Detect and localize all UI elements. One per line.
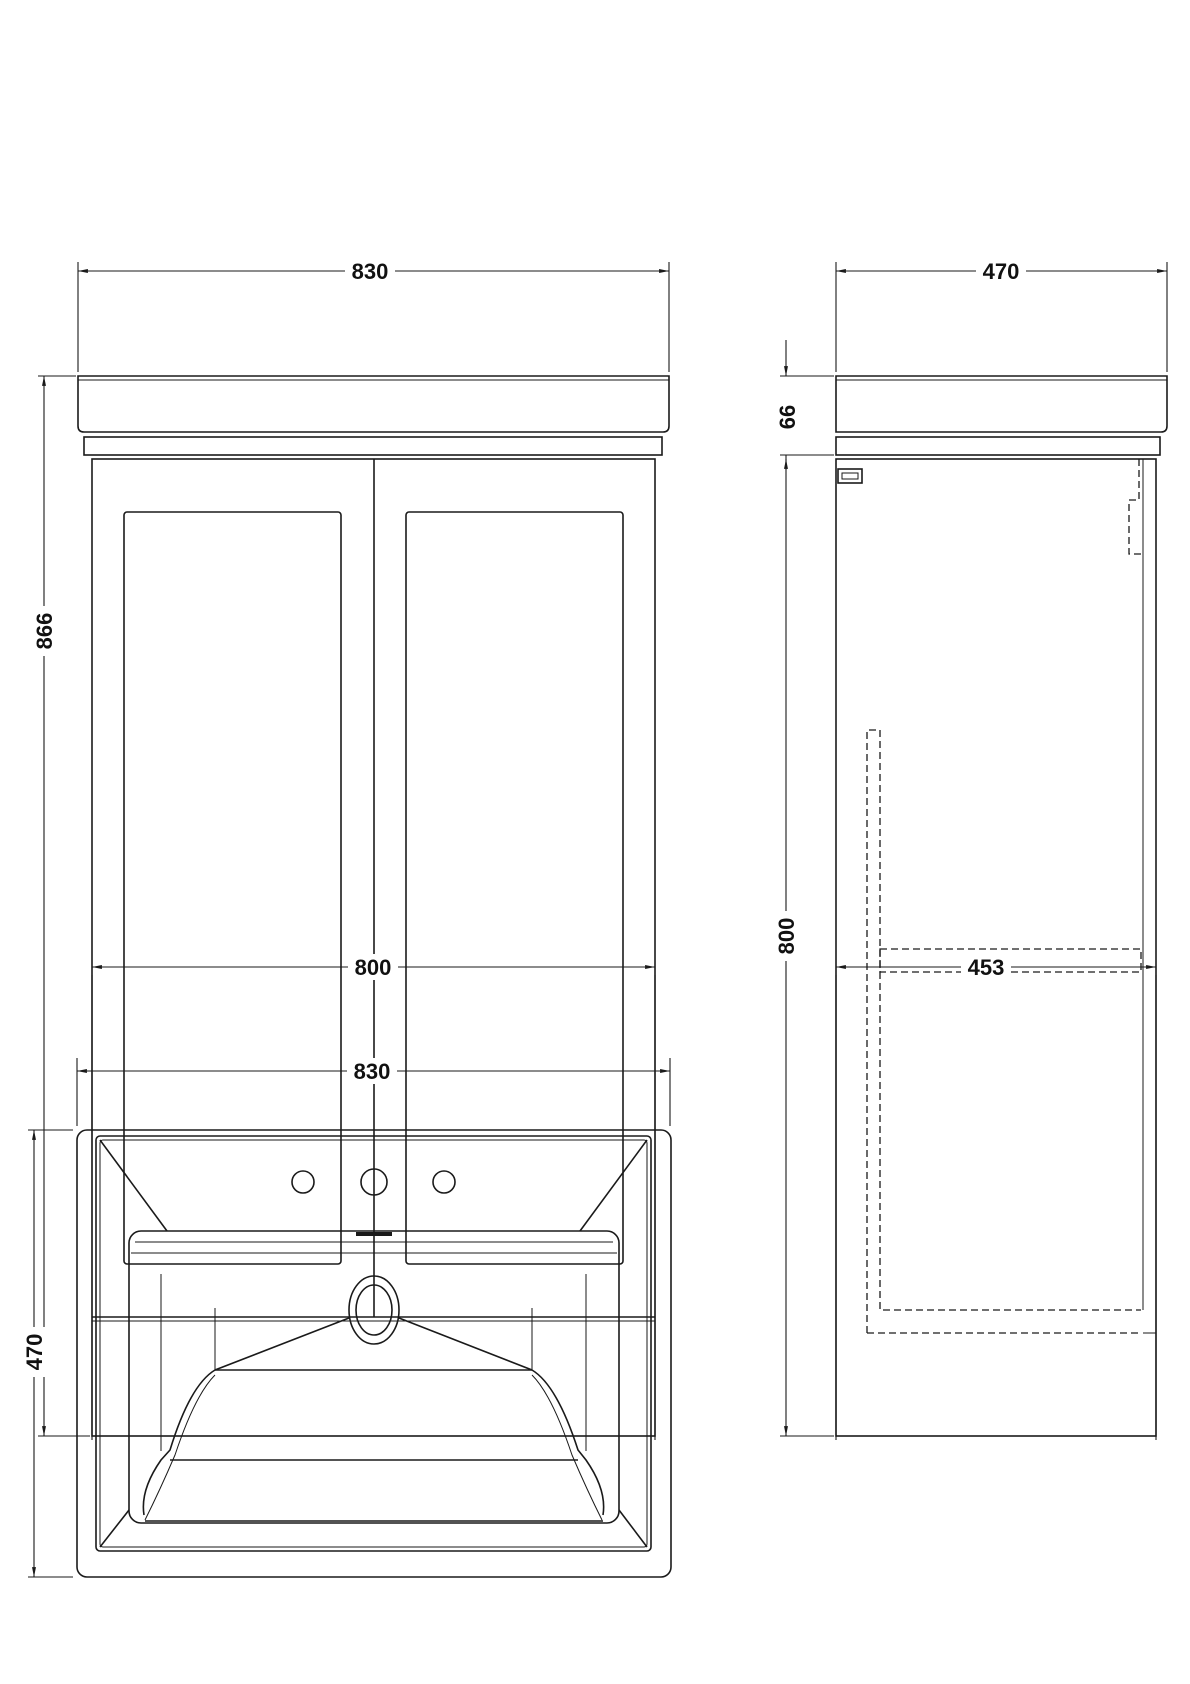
front-dimension-866: 866 <box>30 375 90 1437</box>
side-dimension-66: 66 <box>775 340 834 470</box>
side-cabinet <box>835 458 1157 1437</box>
side-dimension-800: 800 <box>772 459 834 1437</box>
cabinet-depth-label: 453 <box>968 955 1005 980</box>
side-dimension-453: 453 <box>835 954 1157 1440</box>
basin-outline <box>76 1129 672 1578</box>
shelf-dashed <box>879 948 1142 973</box>
tap-hole-center <box>360 1168 388 1196</box>
plan-dimension-470: 470 <box>20 1129 73 1578</box>
plan-dimension-830: 830 <box>76 1058 671 1126</box>
front-view: 830 866 800 <box>30 258 670 1440</box>
plan-width-label: 830 <box>354 1059 391 1084</box>
front-width-label: 830 <box>352 259 389 284</box>
side-dimension-470: 470 <box>835 258 1168 372</box>
left-door-panel <box>123 511 342 1265</box>
side-basin <box>835 375 1168 456</box>
front-cabinet <box>91 458 656 1437</box>
plan-view: 830 470 <box>20 1058 672 1578</box>
basin-height-label: 66 <box>775 405 800 429</box>
waste-outer <box>348 1275 400 1345</box>
hinge-detail <box>1128 459 1141 555</box>
front-dimension-800: 800 <box>91 954 656 1440</box>
side-view: 470 66 800 453 <box>772 258 1168 1440</box>
overflow-slot <box>356 1232 392 1236</box>
front-dimension-830: 830 <box>77 258 670 372</box>
tap-hole-right <box>432 1170 456 1194</box>
side-cabinet-height-label: 800 <box>774 918 799 955</box>
drawer-handle-icon <box>837 468 863 484</box>
cabinet-width-label: 800 <box>355 955 392 980</box>
tap-hole-left <box>291 1170 315 1194</box>
waste-inner <box>355 1284 393 1336</box>
right-door-panel <box>405 511 624 1265</box>
front-basin <box>77 375 670 456</box>
inner-frame-dashed <box>866 729 1141 1333</box>
front-height-label: 866 <box>32 613 57 650</box>
side-depth-label: 470 <box>983 259 1020 284</box>
bowl-outline <box>128 1230 620 1524</box>
plan-depth-label: 470 <box>22 1334 47 1371</box>
